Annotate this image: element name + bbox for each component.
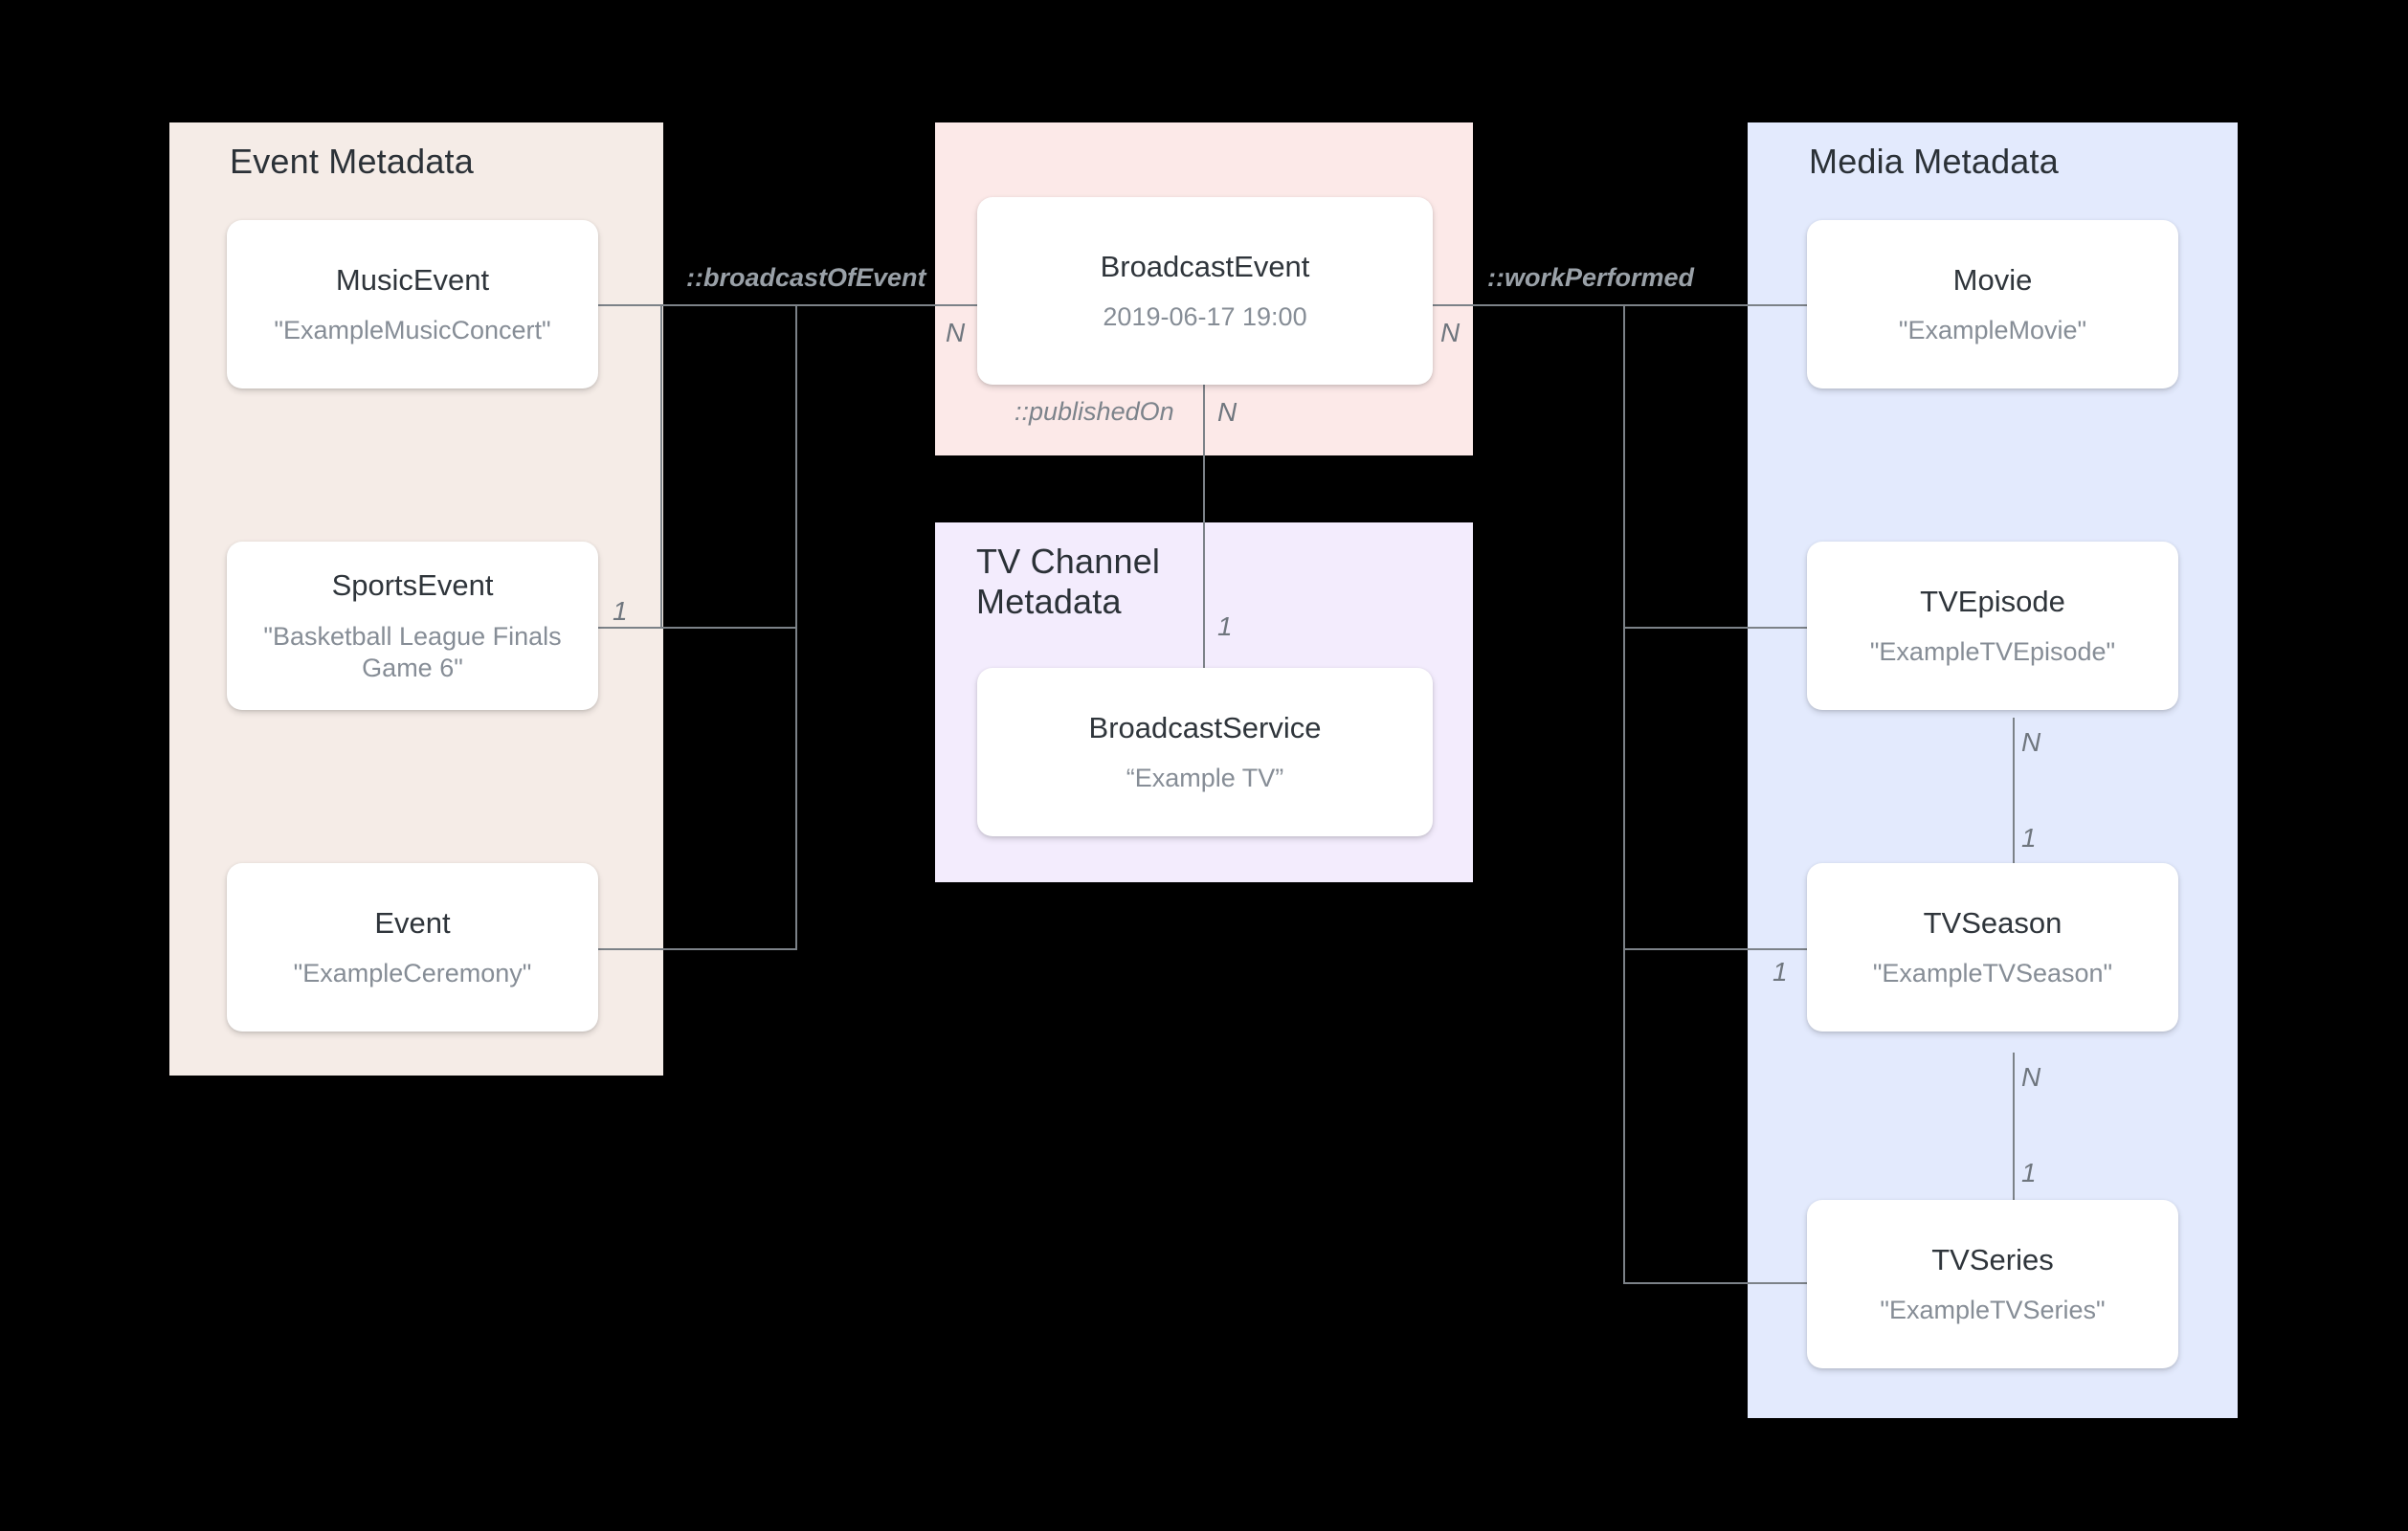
node-value: "ExampleTVEpisode" — [1869, 637, 2116, 667]
node-broadcast-service[interactable]: BroadcastService “Example TV” — [977, 668, 1433, 836]
node-title: Event — [374, 905, 451, 940]
edge-sportsevent-stub — [598, 627, 797, 629]
group-title-tv-channel-metadata: TV Channel Metadata — [976, 542, 1161, 622]
node-event[interactable]: Event "ExampleCeremony" — [227, 863, 598, 1032]
node-value: "Basketball League Finals Game 6" — [263, 621, 562, 682]
edge-into-tvepisode — [1623, 627, 1807, 629]
edge-publishedon — [1203, 383, 1205, 668]
group-title-event-metadata: Event Metadata — [230, 142, 474, 181]
multiplicity-tvseason-top-one: 1 — [2021, 823, 2037, 853]
node-tv-season[interactable]: TVSeason "ExampleTVSeason" — [1807, 863, 2178, 1032]
node-sports-event[interactable]: SportsEvent "Basketball League Finals Ga… — [227, 542, 598, 710]
edge-episode-season — [2013, 718, 2015, 909]
node-value: "ExampleMovie" — [1898, 316, 2087, 345]
node-title: Movie — [1952, 262, 2033, 297]
edge-left-bus — [795, 304, 797, 950]
multiplicity-tvseason-left-one: 1 — [1773, 957, 1788, 987]
node-title: BroadcastEvent — [1100, 249, 1310, 283]
node-title: BroadcastService — [1088, 710, 1322, 744]
edge-left-riser — [660, 304, 662, 627]
multiplicity-broadcastevent-right: N — [1440, 318, 1460, 347]
relation-label-broadcastofevent: ::broadcastOfEvent — [686, 263, 926, 292]
node-title: SportsEvent — [331, 568, 494, 603]
node-value: "ExampleTVSeason" — [1872, 959, 2113, 988]
edge-into-tvseries — [1623, 1282, 1807, 1284]
node-value: 2019-06-17 19:00 — [1103, 302, 1307, 332]
edge-into-tvseason — [1623, 948, 1807, 950]
node-title: TVSeason — [1923, 905, 2062, 940]
multiplicity-broadcastevent-left: N — [946, 318, 966, 347]
node-value: "ExampleTVSeries" — [1880, 1296, 2106, 1325]
node-value: "ExampleMusicConcert" — [274, 316, 551, 345]
node-value: "ExampleCeremony" — [293, 959, 532, 988]
node-title: MusicEvent — [335, 262, 490, 297]
relation-label-workperformed: ::workPerformed — [1487, 263, 1695, 292]
edge-event-stub — [598, 948, 797, 950]
multiplicity-tvseason-n: N — [2021, 1062, 2041, 1092]
node-title: TVSeries — [1931, 1242, 2054, 1276]
edge-season-series — [2013, 1053, 2015, 1244]
node-tv-series[interactable]: TVSeries "ExampleTVSeries" — [1807, 1200, 2178, 1368]
multiplicity-sportsevent: 1 — [613, 596, 628, 626]
edge-into-broadcastevent — [795, 304, 996, 306]
multiplicity-tvseries-one: 1 — [2021, 1158, 2037, 1187]
edge-media-bus — [1623, 304, 1625, 1282]
multiplicity-tvepisode-n: N — [2021, 727, 2041, 757]
group-title-media-metadata: Media Metadata — [1809, 142, 2059, 181]
node-tv-episode[interactable]: TVEpisode "ExampleTVEpisode" — [1807, 542, 2178, 710]
node-title: TVEpisode — [1920, 584, 2065, 618]
relation-label-publishedon: ::publishedOn — [1014, 397, 1174, 426]
edge-musicevent-stub — [598, 304, 797, 306]
node-value: “Example TV” — [1126, 764, 1284, 793]
node-movie[interactable]: Movie "ExampleMovie" — [1807, 220, 2178, 388]
node-music-event[interactable]: MusicEvent "ExampleMusicConcert" — [227, 220, 598, 388]
multiplicity-broadcastservice: 1 — [1217, 611, 1233, 641]
node-broadcast-event[interactable]: BroadcastEvent 2019-06-17 19:00 — [977, 197, 1433, 385]
multiplicity-publishedon: N — [1217, 397, 1237, 427]
